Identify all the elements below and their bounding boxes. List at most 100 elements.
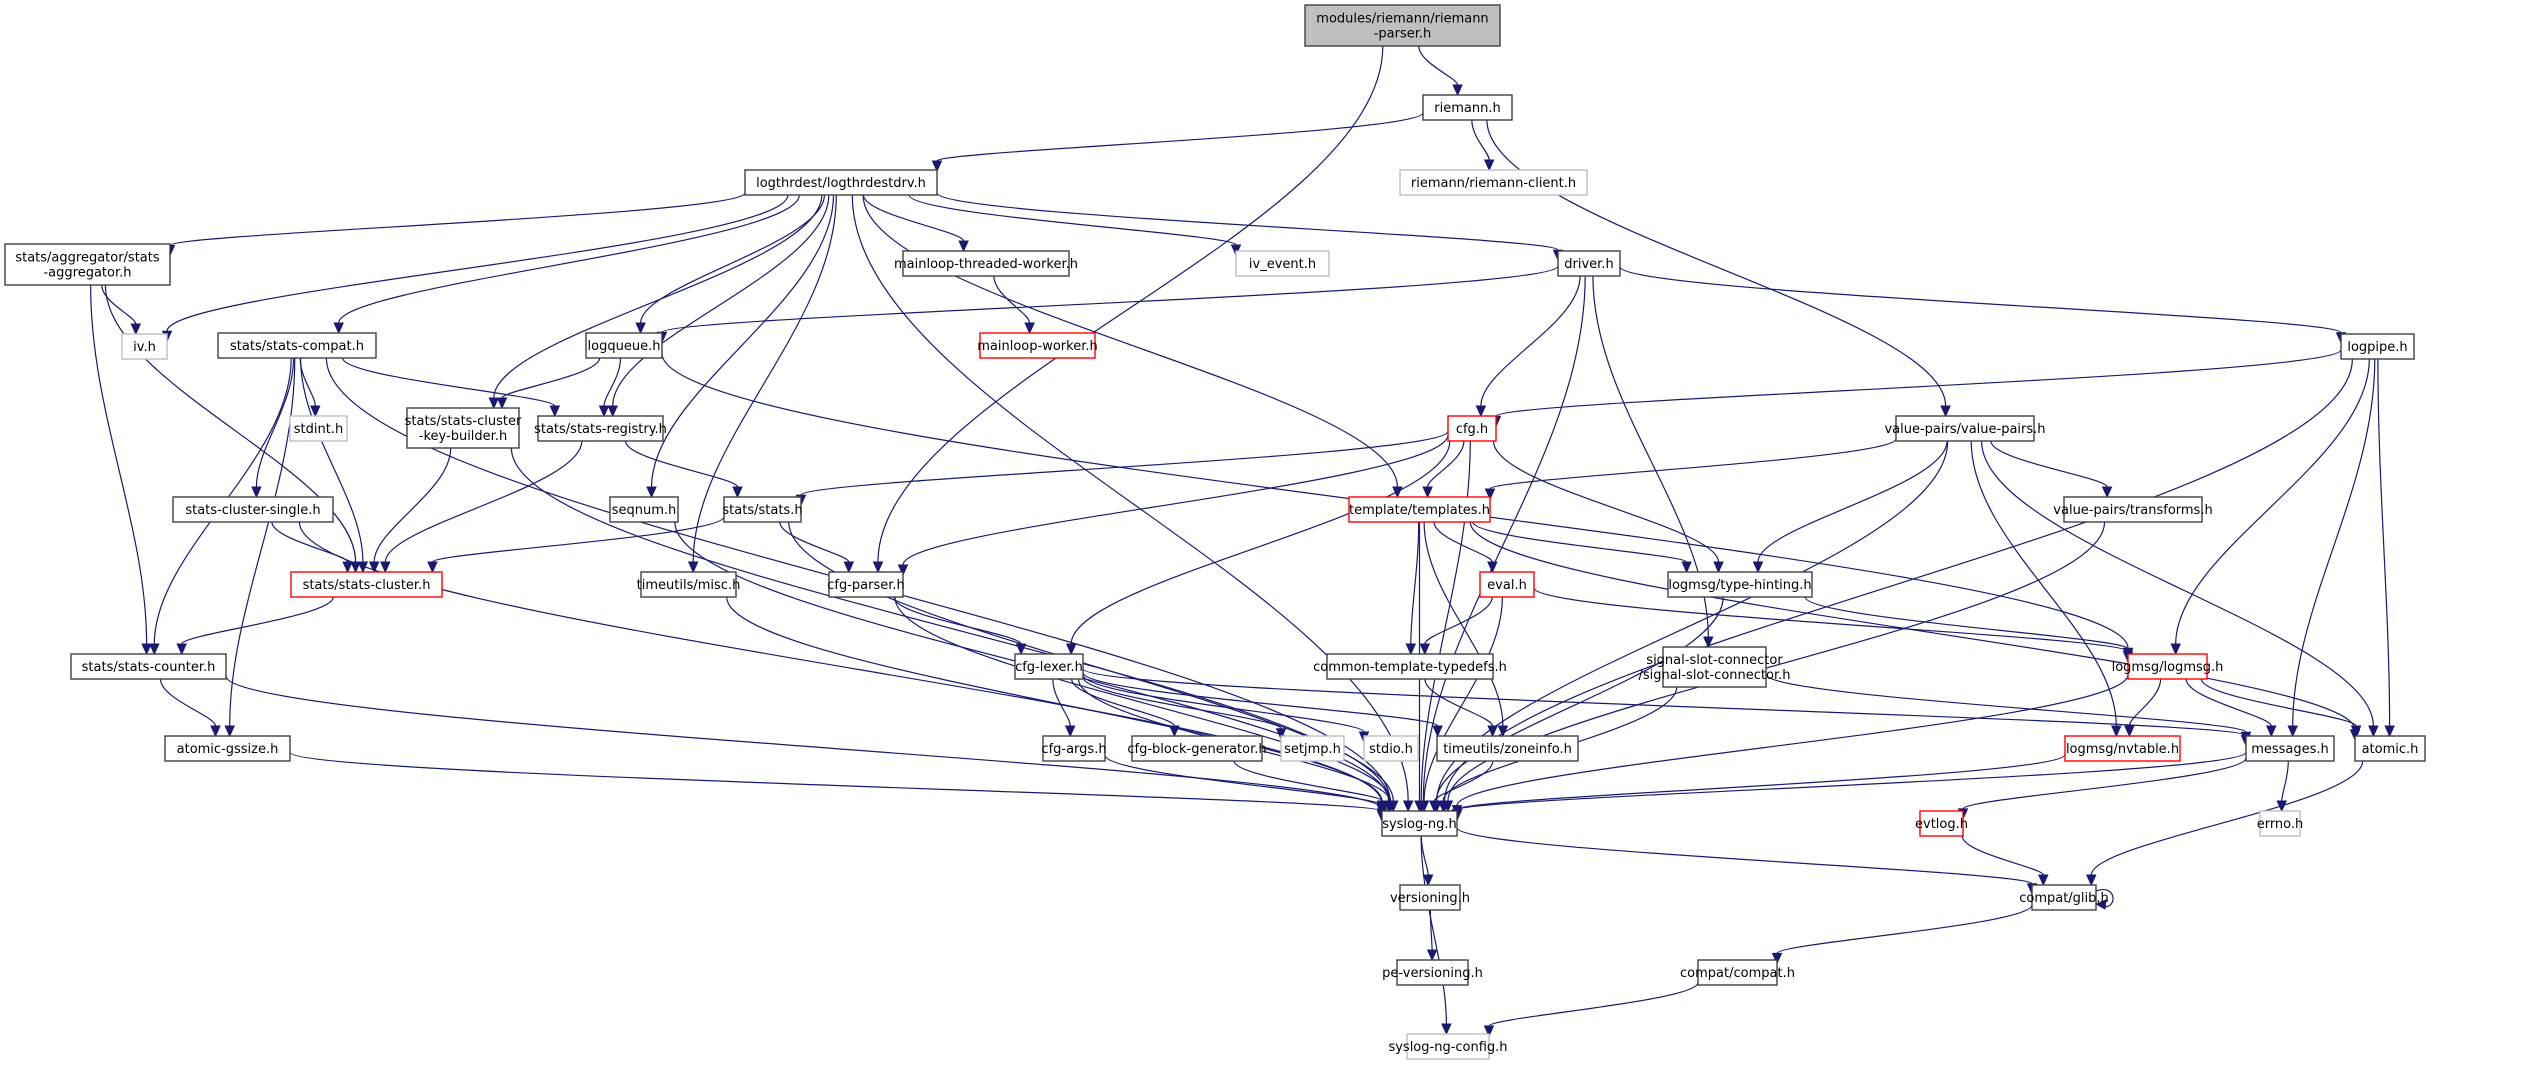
node-box[interactable] xyxy=(640,571,737,598)
node-common-template-typedefs[interactable]: common-template-typedefs.h xyxy=(1313,653,1507,680)
node-type-hinting[interactable]: logmsg/type-hinting.h xyxy=(1667,571,1813,598)
node-box[interactable] xyxy=(1131,735,1263,762)
node-atomic[interactable]: atomic.h xyxy=(2354,735,2426,762)
node-eval[interactable]: eval.h xyxy=(1479,571,1535,598)
node-compat-glib[interactable]: compat/glib.h xyxy=(2019,884,2109,911)
node-box[interactable] xyxy=(2259,810,2301,837)
node-vp-transforms[interactable]: value-pairs/transforms.h xyxy=(2053,496,2213,523)
node-box[interactable] xyxy=(2031,884,2097,911)
node-riemann-client[interactable]: riemann/riemann-client.h xyxy=(1399,169,1588,196)
node-versioning[interactable]: versioning.h xyxy=(1390,884,1470,911)
node-iv-event[interactable]: iv_event.h xyxy=(1235,250,1330,277)
node-box[interactable] xyxy=(289,415,348,442)
node-box[interactable] xyxy=(1895,415,2035,442)
node-stdint[interactable]: stdint.h xyxy=(289,415,348,442)
node-box[interactable] xyxy=(2245,735,2335,762)
node-syslog-ng[interactable]: syslog-ng.h xyxy=(1381,810,1458,837)
node-box[interactable] xyxy=(1422,94,1513,121)
node-box[interactable] xyxy=(609,496,679,523)
node-logthrdestdrv[interactable]: logthrdest/logthrdestdrv.h xyxy=(744,169,938,196)
node-box[interactable] xyxy=(1479,571,1535,598)
node-box[interactable] xyxy=(4,243,171,286)
node-stats-registry[interactable]: stats/stats-registry.h xyxy=(534,415,667,442)
node-mainloop-threaded-worker[interactable]: mainloop-threaded-worker.h xyxy=(894,250,1078,277)
node-box[interactable] xyxy=(1326,653,1494,680)
node-box[interactable] xyxy=(1406,1033,1490,1060)
node-pe-versioning[interactable]: pe-versioning.h xyxy=(1382,959,1483,986)
node-messages[interactable]: messages.h xyxy=(2245,735,2335,762)
node-box[interactable] xyxy=(1235,250,1330,277)
node-zoneinfo[interactable]: timeutils/zoneinfo.h xyxy=(1436,735,1579,762)
node-box[interactable] xyxy=(1399,169,1588,196)
node-cfg-block-generator[interactable]: cfg-block-generator.h xyxy=(1127,735,1267,762)
node-box[interactable] xyxy=(1042,735,1106,762)
node-box[interactable] xyxy=(2340,333,2415,360)
node-box[interactable] xyxy=(902,250,1070,277)
node-box[interactable] xyxy=(1662,646,1767,688)
node-driver[interactable]: driver.h xyxy=(1557,250,1621,277)
node-evtlog[interactable]: evtlog.h xyxy=(1915,810,1968,837)
node-box[interactable] xyxy=(1697,959,1778,986)
node-stats-cluster-single[interactable]: stats-cluster-single.h xyxy=(172,496,334,523)
node-box[interactable] xyxy=(979,332,1096,359)
node-seqnum[interactable]: seqnum.h xyxy=(609,496,679,523)
node-nvtable[interactable]: logmsg/nvtable.h xyxy=(2064,735,2181,762)
node-box[interactable] xyxy=(1381,810,1458,837)
node-box[interactable] xyxy=(406,407,520,449)
node-atomic-gssize[interactable]: atomic-gssize.h xyxy=(164,735,291,762)
node-box[interactable] xyxy=(828,571,904,598)
node-box[interactable] xyxy=(1557,250,1621,277)
node-templates[interactable]: template/templates.h xyxy=(1348,496,1491,523)
node-stats-cluster[interactable]: stats/stats-cluster.h xyxy=(290,571,443,598)
node-syslog-ng-config[interactable]: syslog-ng-config.h xyxy=(1388,1033,1508,1060)
node-stats-counter[interactable]: stats/stats-counter.h xyxy=(70,653,227,680)
node-box[interactable] xyxy=(1667,571,1813,598)
node-box[interactable] xyxy=(537,415,664,442)
node-stats-cluster-key-builder[interactable]: stats/stats-cluster-key-builder.h xyxy=(405,407,522,449)
node-box[interactable] xyxy=(121,333,168,360)
node-signal-slot[interactable]: signal-slot-connector/signal-slot-connec… xyxy=(1639,646,1791,688)
node-box[interactable] xyxy=(164,735,291,762)
node-value-pairs[interactable]: value-pairs/value-pairs.h xyxy=(1884,415,2046,442)
node-setjmp[interactable]: setjmp.h xyxy=(1280,735,1345,762)
node-box[interactable] xyxy=(1014,653,1084,680)
node-root[interactable]: modules/riemann/riemann-parser.h xyxy=(1304,4,1501,47)
node-box[interactable] xyxy=(1396,959,1469,986)
node-box[interactable] xyxy=(1348,496,1491,523)
node-mainloop-worker[interactable]: mainloop-worker.h xyxy=(977,332,1098,359)
node-box[interactable] xyxy=(1304,4,1501,47)
node-timeutils-misc[interactable]: timeutils/misc.h xyxy=(637,571,741,598)
node-cfg-args[interactable]: cfg-args.h xyxy=(1041,735,1107,762)
node-box[interactable] xyxy=(723,496,802,523)
node-compat-compat[interactable]: compat/compat.h xyxy=(1680,959,1795,986)
node-logmsg[interactable]: logmsg/logmsg.h xyxy=(2112,653,2224,680)
node-stats[interactable]: stats/stats.h xyxy=(722,496,803,523)
node-box[interactable] xyxy=(1399,884,1461,911)
node-box[interactable] xyxy=(2354,735,2426,762)
node-box[interactable] xyxy=(2063,496,2203,523)
node-box[interactable] xyxy=(744,169,938,196)
node-cfg[interactable]: cfg.h xyxy=(1447,415,1497,442)
node-logpipe[interactable]: logpipe.h xyxy=(2340,333,2415,360)
node-errno[interactable]: errno.h xyxy=(2257,810,2304,837)
node-riemann[interactable]: riemann.h xyxy=(1422,94,1513,121)
node-box[interactable] xyxy=(290,571,443,598)
node-box[interactable] xyxy=(1919,810,1964,837)
node-stats-compat[interactable]: stats/stats-compat.h xyxy=(217,332,377,359)
node-stats-aggregator[interactable]: stats/aggregator/stats-aggregator.h xyxy=(4,243,171,286)
node-box[interactable] xyxy=(70,653,227,680)
node-box[interactable] xyxy=(1280,735,1345,762)
node-box[interactable] xyxy=(217,332,377,359)
node-stdio[interactable]: stdio.h xyxy=(1363,735,1419,762)
node-iv[interactable]: iv.h xyxy=(121,333,168,360)
node-box[interactable] xyxy=(2127,653,2208,680)
node-logqueue[interactable]: logqueue.h xyxy=(585,332,663,359)
node-box[interactable] xyxy=(2064,735,2181,762)
node-box[interactable] xyxy=(585,332,663,359)
node-box[interactable] xyxy=(1436,735,1579,762)
node-box[interactable] xyxy=(172,496,334,523)
node-cfg-parser[interactable]: cfg-parser.h xyxy=(827,571,905,598)
node-box[interactable] xyxy=(1447,415,1497,442)
node-box[interactable] xyxy=(1363,735,1419,762)
node-cfg-lexer[interactable]: cfg-lexer.h xyxy=(1014,653,1084,680)
